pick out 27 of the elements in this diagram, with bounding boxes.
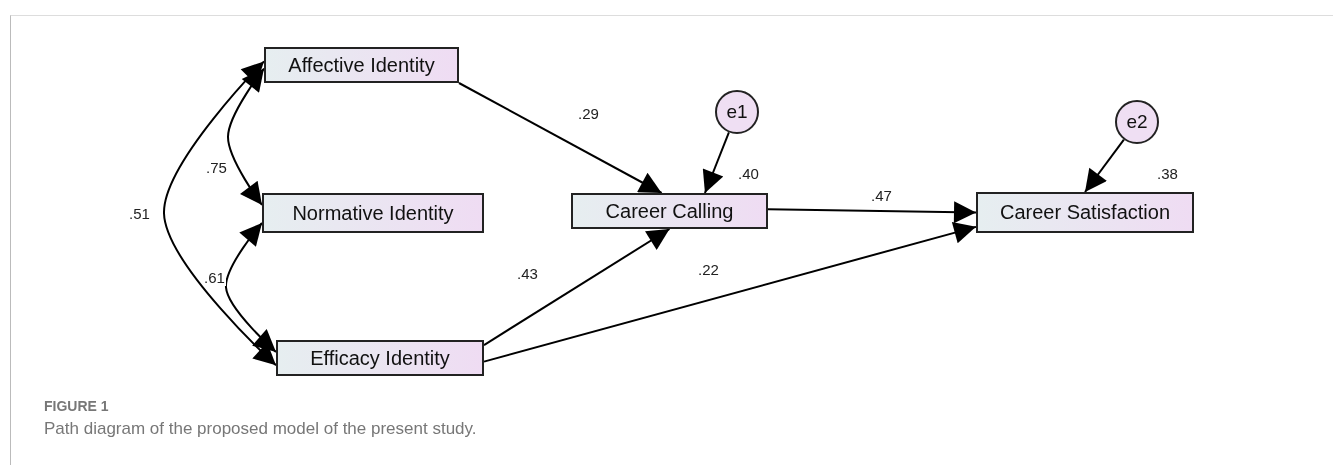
variable-box: Efficacy Identity bbox=[276, 340, 484, 376]
arrow bbox=[483, 228, 671, 347]
edge-label: .75 bbox=[205, 160, 228, 176]
edge-label: .43 bbox=[516, 266, 539, 282]
double-headed-arrow bbox=[163, 60, 277, 367]
variable-box: Affective Identity bbox=[264, 47, 459, 83]
variable-box: Normative Identity bbox=[262, 193, 484, 233]
edge-label: .61 bbox=[203, 270, 226, 286]
error-term-circle: e1 bbox=[715, 90, 759, 134]
edge-label: .51 bbox=[128, 206, 151, 222]
r-squared-label: .38 bbox=[1156, 166, 1179, 182]
arrow bbox=[483, 222, 977, 363]
edge-label: .22 bbox=[697, 262, 720, 278]
variable-box: Career Calling bbox=[571, 193, 768, 229]
double-headed-arrow bbox=[227, 67, 265, 206]
variable-box: Career Satisfaction bbox=[976, 192, 1194, 233]
error-term-circle: e2 bbox=[1115, 100, 1159, 144]
edge-label: .29 bbox=[577, 106, 600, 122]
arrow bbox=[702, 131, 730, 194]
figure-caption: Path diagram of the proposed model of the present study. bbox=[44, 419, 477, 439]
r-squared-label: .40 bbox=[737, 166, 760, 182]
arrow bbox=[1084, 138, 1125, 193]
arrow bbox=[767, 201, 977, 224]
edge-label: .47 bbox=[870, 188, 893, 204]
arrow bbox=[458, 82, 663, 194]
double-headed-arrow bbox=[225, 222, 277, 353]
figure-title: FIGURE 1 bbox=[44, 398, 109, 414]
